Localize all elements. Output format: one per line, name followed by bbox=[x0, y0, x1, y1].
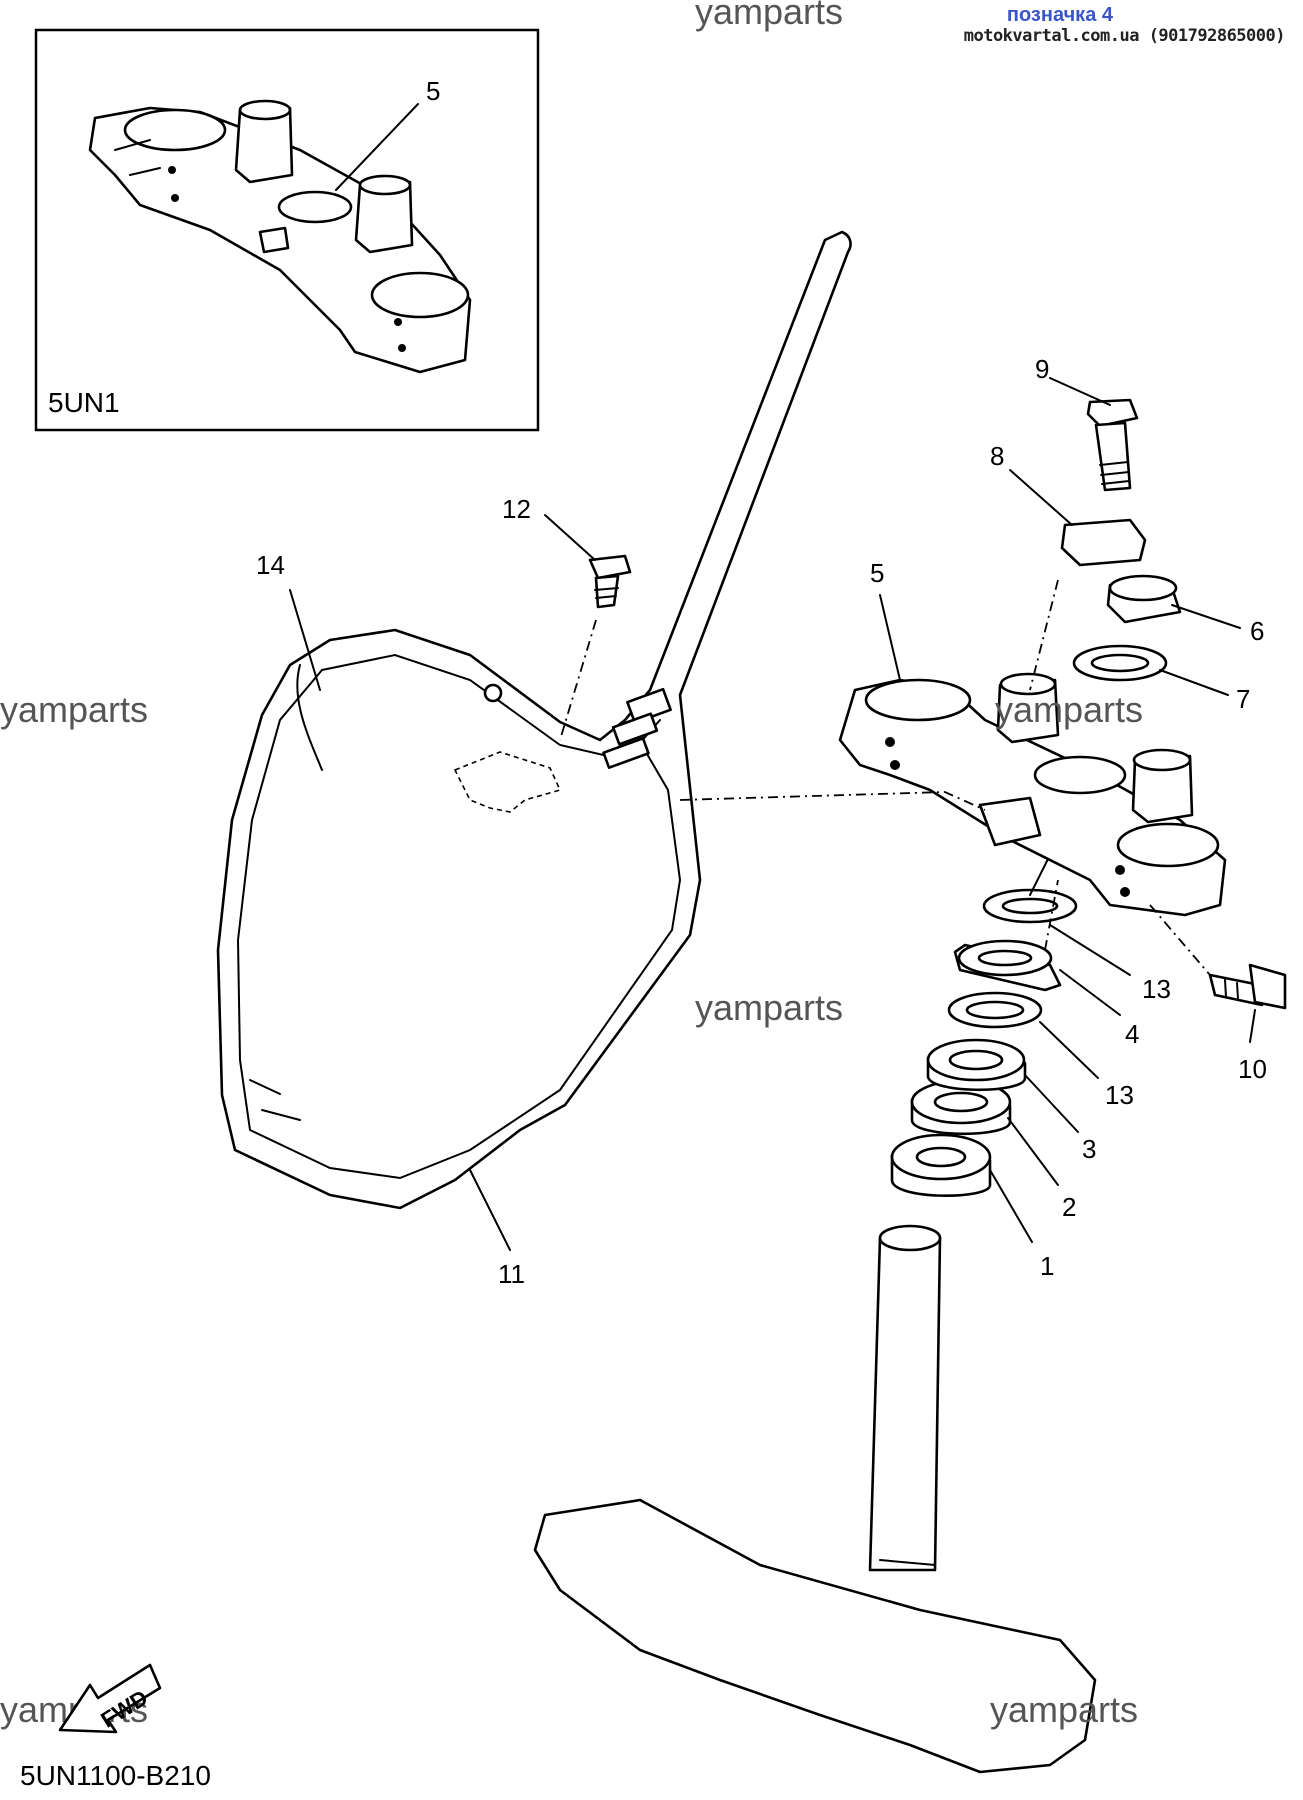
inset-leader-5 bbox=[335, 103, 419, 191]
upper-bracket bbox=[679, 672, 1227, 917]
steering-stem bbox=[533, 1224, 1097, 1774]
callout-2: 2 bbox=[1062, 1192, 1076, 1222]
callout-13-upper: 13 bbox=[1142, 974, 1171, 1004]
inset-callout-5: 5 bbox=[426, 76, 440, 106]
watermark: yamparts bbox=[990, 1689, 1138, 1730]
watermark: yamparts bbox=[995, 689, 1143, 730]
callout-9: 9 bbox=[1035, 354, 1049, 384]
callout-6: 6 bbox=[1250, 616, 1264, 646]
callout-3: 3 bbox=[1082, 1134, 1096, 1164]
bolt-12 bbox=[559, 554, 632, 741]
watermark: yamparts bbox=[695, 987, 843, 1028]
callout-11: 11 bbox=[498, 1259, 525, 1289]
callout-4: 4 bbox=[1125, 1019, 1139, 1049]
watermark: yamparts bbox=[0, 689, 148, 730]
callout-5: 5 bbox=[870, 558, 884, 588]
callout-13-lower: 13 bbox=[1105, 1080, 1134, 1110]
callout-7: 7 bbox=[1236, 684, 1250, 714]
number-plate bbox=[216, 230, 852, 1210]
inset-panel: 5 5UN1 bbox=[34, 28, 540, 432]
callout-14: 14 bbox=[256, 550, 285, 580]
figure-code: 5UN1100-B210 bbox=[20, 1760, 211, 1791]
inset-model-code: 5UN1 bbox=[48, 387, 120, 418]
callout-1: 1 bbox=[1040, 1251, 1054, 1281]
inset-upper-bracket bbox=[88, 99, 472, 374]
top-hardware bbox=[1029, 398, 1182, 951]
callout-10: 10 bbox=[1238, 1054, 1267, 1084]
callout-8: 8 bbox=[990, 441, 1004, 471]
clamp-8 bbox=[1060, 518, 1147, 567]
site-credit: motokvartal.com.ua (901792865000) bbox=[963, 26, 1286, 46]
bearing-stack bbox=[890, 854, 1078, 1197]
bolt-9-head bbox=[1086, 398, 1139, 428]
callout-12: 12 bbox=[502, 494, 531, 524]
bolt-10 bbox=[1149, 904, 1287, 1010]
page-tag: позначка 4 bbox=[1006, 4, 1113, 26]
watermark: yamparts bbox=[695, 0, 843, 32]
leader-lines bbox=[289, 377, 1256, 1251]
